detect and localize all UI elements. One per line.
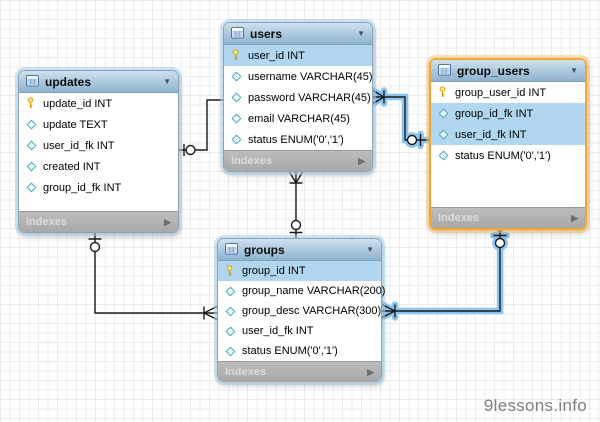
column-diamond-icon — [26, 140, 37, 151]
column-row[interactable]: update TEXT — [19, 114, 178, 135]
watermark: 9lessons.info — [483, 396, 587, 415]
column-row[interactable]: username VARCHAR(45) — [224, 66, 373, 87]
relationship-users-groups[interactable] — [288, 171, 304, 238]
table-header-group-users[interactable]: group_users ▼ — [431, 60, 585, 82]
collapse-caret-icon[interactable]: ▼ — [366, 244, 374, 254]
column-diamond-icon — [231, 134, 242, 145]
column-row[interactable]: user_id_fk INT — [218, 321, 381, 341]
expand-arrow-icon[interactable]: ▶ — [164, 216, 171, 227]
collapse-caret-icon[interactable]: ▼ — [357, 28, 365, 38]
table-header-users[interactable]: users ▼ — [224, 23, 372, 45]
primary-key-icon — [25, 97, 38, 110]
column-diamond-icon — [438, 150, 449, 161]
relationship-updates-groups[interactable] — [88, 233, 218, 321]
relationship-groups-group_users[interactable] — [378, 226, 510, 321]
expand-arrow-icon[interactable]: ▶ — [367, 366, 374, 377]
relationship-users-group_users[interactable] — [369, 87, 433, 150]
primary-key-icon — [230, 49, 243, 62]
table-group-users[interactable]: group_users ▼ group_user_id INT group_id… — [429, 58, 587, 230]
column-row[interactable]: user_id INT — [224, 45, 372, 66]
column-row[interactable]: group_desc VARCHAR(300) — [218, 301, 381, 321]
column-row[interactable]: status ENUM('0','1') — [218, 341, 381, 361]
column-row[interactable]: user_id_fk INT — [19, 135, 178, 156]
table-spacer — [431, 166, 585, 207]
column-diamond-icon — [438, 108, 449, 119]
column-diamond-icon — [231, 92, 242, 103]
primary-key-icon — [437, 86, 450, 99]
primary-key-icon — [224, 264, 237, 278]
table-header-groups[interactable]: groups ▼ — [218, 239, 381, 261]
column-row[interactable]: created INT — [19, 156, 178, 177]
indexes-footer-updates[interactable]: Indexes ▶ — [19, 211, 178, 232]
column-diamond-icon — [26, 161, 37, 172]
indexes-footer-users[interactable]: Indexes ▶ — [224, 150, 372, 171]
column-diamond-icon — [26, 182, 37, 193]
expand-arrow-icon[interactable]: ▶ — [358, 155, 365, 166]
column-row[interactable]: group_id_fk INT — [431, 103, 585, 124]
table-title: updates — [45, 74, 92, 89]
collapse-caret-icon[interactable]: ▼ — [163, 76, 171, 86]
column-row[interactable]: group_name VARCHAR(200) — [218, 281, 385, 301]
table-icon — [225, 243, 238, 256]
column-row[interactable]: update_id INT — [19, 93, 178, 114]
column-diamond-icon — [231, 71, 242, 82]
column-diamond-icon — [225, 306, 236, 316]
table-icon — [231, 27, 244, 40]
collapse-caret-icon[interactable]: ▼ — [570, 65, 578, 75]
column-diamond-icon — [225, 326, 236, 336]
indexes-footer-groups[interactable]: Indexes ▶ — [218, 361, 381, 382]
table-icon — [438, 64, 451, 77]
column-row[interactable]: password VARCHAR(45) — [224, 87, 372, 108]
table-title: groups — [244, 242, 285, 257]
column-row[interactable]: group_user_id INT — [431, 82, 585, 103]
table-title: users — [250, 26, 283, 41]
table-icon — [26, 75, 39, 88]
column-diamond-icon — [26, 119, 37, 130]
column-row[interactable]: status ENUM('0','1') — [224, 129, 372, 150]
column-row[interactable]: group_id_fk INT — [19, 177, 178, 198]
column-row[interactable]: user_id_fk INT — [431, 124, 585, 145]
table-spacer — [19, 198, 178, 211]
column-diamond-icon — [225, 286, 236, 296]
expand-arrow-icon[interactable]: ▶ — [571, 212, 578, 223]
table-users[interactable]: users ▼ user_id INT username VARCHAR(45)… — [223, 22, 373, 172]
table-header-updates[interactable]: updates ▼ — [19, 71, 178, 93]
column-diamond-icon — [225, 346, 236, 356]
column-row[interactable]: status ENUM('0','1') — [431, 145, 585, 166]
column-row[interactable]: group_id INT — [218, 261, 381, 281]
column-row[interactable]: email VARCHAR(45) — [224, 108, 372, 129]
column-diamond-icon — [438, 129, 449, 140]
table-updates[interactable]: updates ▼ update_id INT update TEXT user… — [18, 70, 179, 233]
table-groups[interactable]: groups ▼ group_id INT group_name VARCHAR… — [217, 238, 385, 382]
indexes-footer-group-users[interactable]: Indexes ▶ — [431, 207, 585, 228]
table-title: group_users — [457, 63, 530, 78]
column-diamond-icon — [231, 113, 242, 124]
